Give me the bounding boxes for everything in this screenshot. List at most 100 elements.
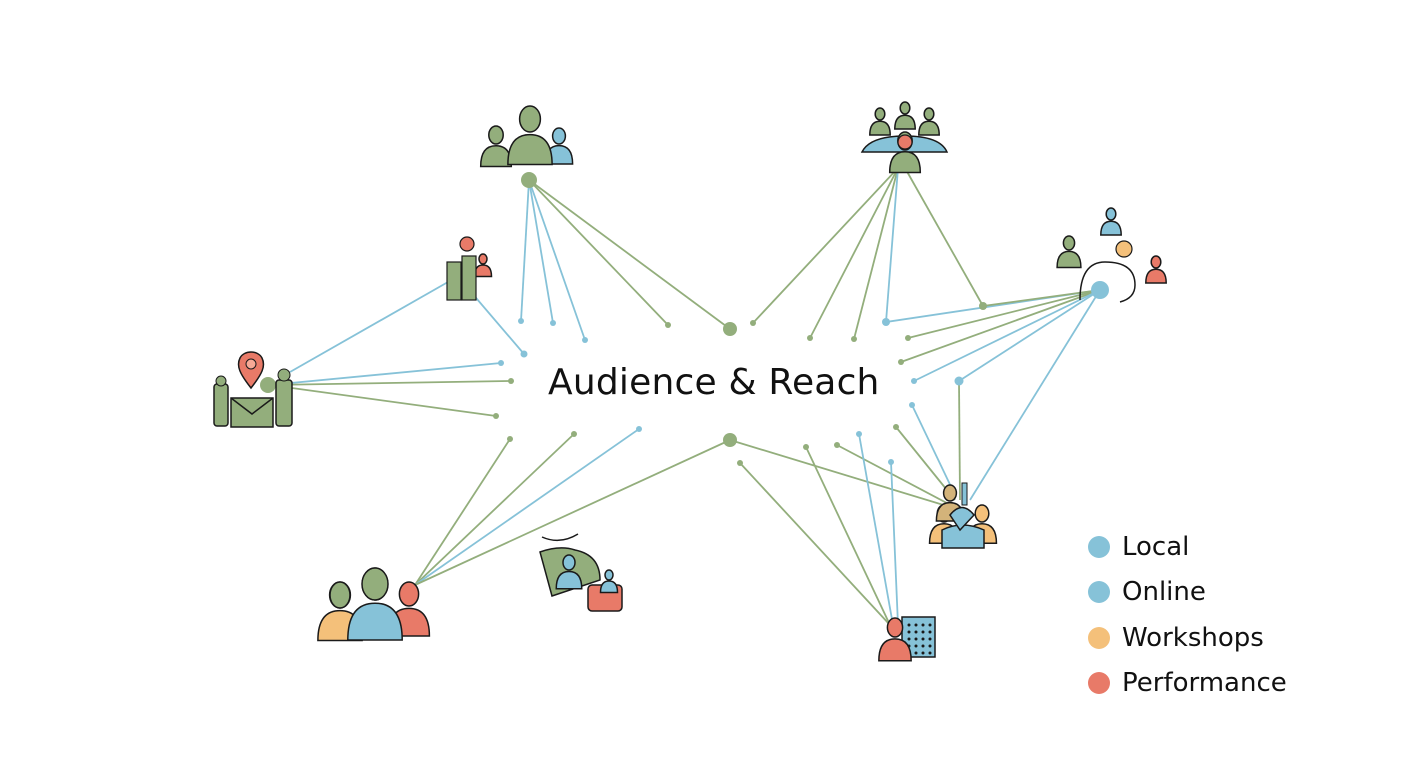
connection-line [836,444,961,511]
calendar-day [921,623,925,627]
meeting-icon [860,101,949,174]
calendar-day [928,637,932,641]
connection-line [752,167,899,324]
connection-dot [1091,281,1109,299]
calendar-day [907,630,911,634]
calendar-person-icon [878,616,936,662]
person-body [507,133,553,166]
person-body [869,120,891,136]
person-head [551,127,567,145]
person-body [599,580,619,594]
connection-line [528,179,669,326]
person-head [562,554,576,571]
calendar-day [907,623,911,627]
person-body [894,114,916,130]
person-head [215,375,227,387]
signal [541,533,579,542]
connection-dot [665,322,671,328]
connection-dot [851,336,857,342]
connection-dot [856,431,862,437]
person-left [213,383,229,427]
person-head [923,107,935,121]
legend: Local Online Workshops Performance [1088,524,1287,706]
connection-dot [723,433,737,447]
connection-line [805,446,891,626]
calendar-day [928,630,932,634]
video-call-icon [539,533,623,612]
pointer-stick [961,482,968,506]
connection-line [528,179,554,324]
person-outline [1079,261,1136,303]
connection-line [269,384,497,417]
connection-line [269,362,502,386]
calendar-day [914,630,918,634]
balloon [459,236,475,252]
connection-dot [979,302,987,310]
person-head [1150,255,1162,269]
person-body [479,145,513,168]
connection-lines [269,167,1101,626]
location-pin [237,351,265,390]
connection-line [414,439,731,586]
person-body [1145,268,1167,284]
connection-line [969,289,1101,501]
connection-dot [954,376,964,386]
person-head [518,105,542,133]
connection-dot [493,413,499,419]
connection-dot [911,378,917,384]
connection-line [958,380,961,501]
calendar-day [928,651,932,655]
person-body [918,120,940,136]
connection-line [958,289,1101,382]
mail-location-icon [213,351,293,428]
connection-line [913,289,1101,382]
person-body [446,261,462,301]
person-body [888,151,922,174]
connection-line [729,439,961,511]
connection-dot [507,436,513,442]
connection-line [900,289,1101,363]
person-head [897,134,913,150]
person-head [277,368,291,382]
calendar-day [921,651,925,655]
crowd-icon [317,567,431,642]
connection-dot [260,377,276,393]
person-body [347,602,403,641]
connection-line [520,179,530,322]
person-body [1100,220,1122,236]
connection-dot [803,444,809,450]
connection-dot [888,459,894,465]
envelope-flap [230,397,274,415]
legend-swatch [1088,672,1110,695]
person-head [1062,235,1076,251]
connection-line [414,438,511,586]
person-head [478,253,488,265]
audience-icons [213,101,1167,662]
person-head [329,581,351,609]
calendar-day [921,637,925,641]
connection-line [853,167,899,340]
person-head [398,581,420,607]
community-icon [1056,207,1167,303]
people-icon [446,236,493,301]
connection-dot [582,337,588,343]
connection-dot [518,318,524,324]
person-body [461,255,477,301]
connection-line [528,179,586,341]
connection-line [289,281,449,373]
connection-dot [571,431,577,437]
connection-dot [737,460,743,466]
legend-item-local: Local [1088,524,1287,570]
calendar-day [928,644,932,648]
person-head [361,567,389,601]
person-head [874,107,886,121]
connection-line [809,167,899,339]
connection-dot [909,402,915,408]
calendar-day [921,644,925,648]
pin-center [245,358,257,370]
connection-line [907,289,1101,339]
diagram-title: Audience & Reach [548,362,880,403]
calendar-day [928,623,932,627]
connection-dot [520,350,528,358]
calendar-day [907,637,911,641]
